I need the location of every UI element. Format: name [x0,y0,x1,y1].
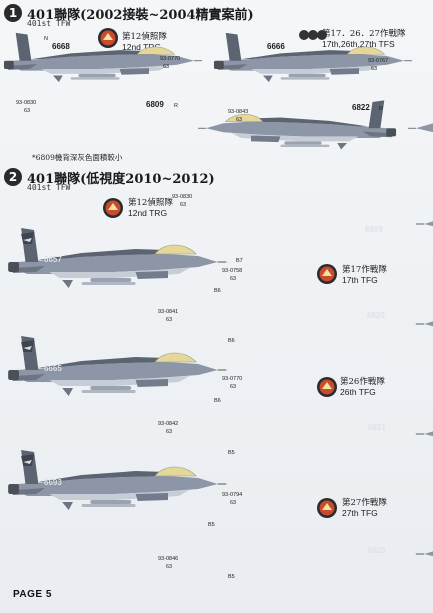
svg-text:63: 63 [236,117,242,123]
svg-text:B7: B7 [236,258,243,264]
svg-text:6821: 6821 [368,423,386,432]
svg-text:63: 63 [166,429,172,435]
section-2-title: 401聯隊(低視度2010~2012) [27,172,215,187]
svg-text:B6: B6 [214,398,221,404]
svg-text:6825: 6825 [368,546,386,555]
section-1-subtitle: 401st TFW [27,19,71,28]
jet-s2-6693: 6693 93-0794 63 B5 [8,450,242,528]
svg-text:93-0841: 93-0841 [158,309,178,315]
jet-s1-6822: 6822 R 93-0843 63 [228,99,433,151]
svg-text:63: 63 [230,384,236,390]
badge-12trg-lowvis-icon [103,198,123,218]
unit-caption-12trg: 第12偵照隊 12nd TRG [122,32,167,52]
badge-26tfg-icon [317,377,337,397]
svg-text:93-0758: 93-0758 [222,268,242,274]
unit-caption-17-26-27: 第17．26．27作戰隊 17th,26th,27th TFS [322,29,406,49]
svg-text:93-0767: 93-0767 [368,58,388,64]
svg-text:93-0842: 93-0842 [158,421,178,427]
svg-text:6666: 6666 [267,42,285,51]
badge-27tfg-icon [317,498,337,518]
svg-text:6657: 6657 [44,255,62,264]
svg-text:93-0794: 93-0794 [222,492,242,498]
footnote-6809: *6809機背深灰色面積較小 [32,153,123,162]
svg-text:93-0830: 93-0830 [16,100,36,106]
jet-s2-6820: 6820 93-0841 63 B6 [158,292,433,349]
svg-text:63: 63 [163,64,169,70]
svg-text:93-0830: 93-0830 [172,194,192,200]
svg-text:B6: B6 [214,288,221,294]
svg-text:63: 63 [371,66,377,72]
svg-text:6809: 6809 [146,100,164,109]
svg-text:6822: 6822 [352,103,370,112]
svg-text:63: 63 [230,276,236,282]
jet-s2-6809: 6809 93-0830 63 B7 [172,192,433,264]
jet-s2-6665: 6665 93-0770 63 B6 [8,336,242,404]
svg-text:N: N [44,36,48,42]
svg-text:63: 63 [180,202,186,208]
svg-text:B5: B5 [228,574,235,580]
svg-text:B6: B6 [228,338,235,344]
svg-text:6820: 6820 [367,311,385,320]
section-2-subtitle: 401st TFW [27,183,71,192]
svg-text:6668: 6668 [52,42,70,51]
badge-17tfg-icon [317,264,337,284]
section-2-badge: 2 [4,168,22,186]
svg-text:B5: B5 [228,450,235,456]
jet-s2-6825: 6825 93-0846 63 B5 [158,522,433,580]
squadron-badges-icon [299,30,327,40]
jet-s1-6668: 6668 N 93-0770 63 [3,32,203,83]
svg-text:63: 63 [24,108,30,114]
svg-text:93-0770: 93-0770 [222,376,242,382]
svg-text:6693: 6693 [44,478,62,487]
svg-text:93-0770: 93-0770 [160,56,180,62]
svg-text:93-0846: 93-0846 [158,556,178,562]
unit-caption-12trg-lowvis: 第12偵照隊 12nd TRG [128,198,173,218]
svg-text:93-0843: 93-0843 [228,109,248,115]
jet-s1-6666: 6666 93-0767 63 [213,32,413,83]
badge-12trg-icon [98,28,118,48]
page-number: PAGE 5 [13,589,52,600]
svg-text:63: 63 [166,564,172,570]
jet-s1-6809: 6809 R 93-0830 63 [16,99,397,151]
section-1-title: 401聯隊(2002接裝~2004精實案前) [27,8,254,23]
jet-s2-6657: 6657 93-0758 63 B6 [8,228,242,294]
svg-text:6809: 6809 [365,225,383,234]
section-1-badge: 1 [4,4,22,22]
unit-caption-27tfg: 第27作戰隊 27th TFG [342,498,387,518]
unit-caption-17tfg: 第17作戰隊 17th TFG [342,265,387,285]
svg-text:R: R [174,103,178,109]
svg-text:63: 63 [230,500,236,506]
jet-s2-6821: 6821 93-0842 63 B5 [158,402,433,459]
svg-text:63: 63 [166,317,172,323]
svg-text:6665: 6665 [44,364,62,373]
unit-caption-26tfg: 第26作戰隊 26th TFG [340,377,385,397]
svg-text:B5: B5 [208,522,215,528]
svg-text:R: R [379,106,383,112]
